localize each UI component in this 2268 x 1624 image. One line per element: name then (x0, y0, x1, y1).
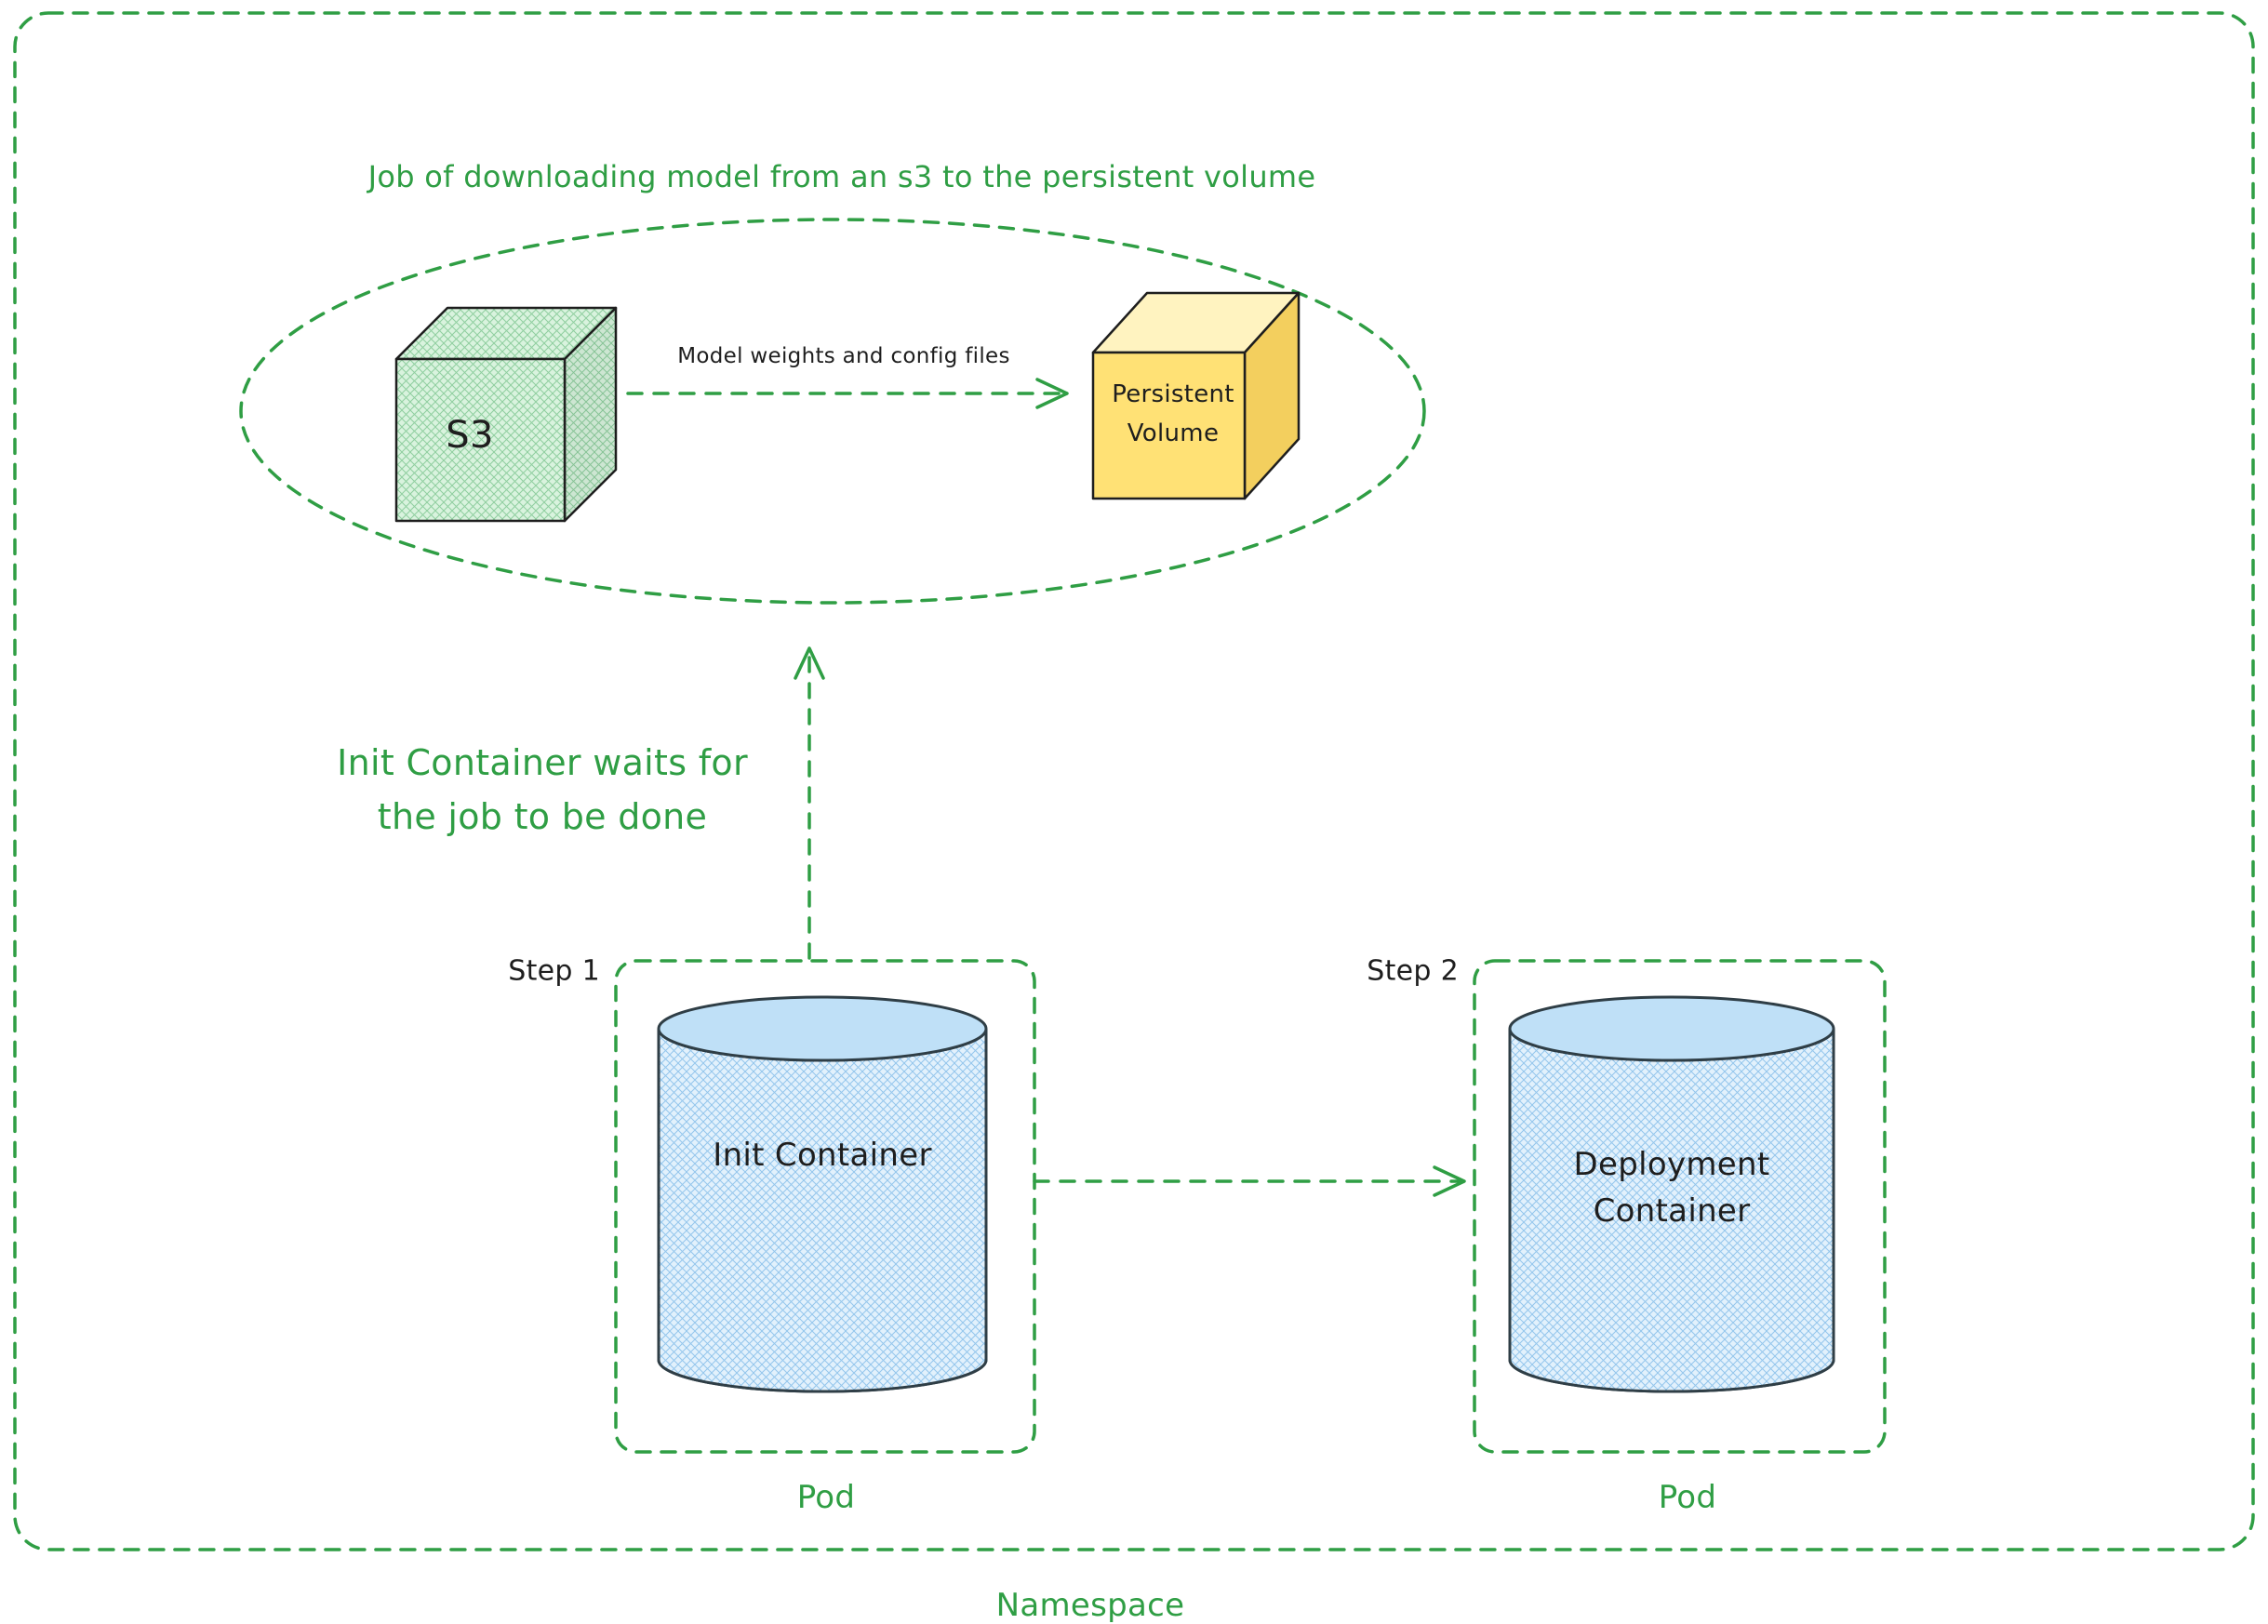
persistent-volume-label-line1: Persistent (1112, 380, 1234, 408)
deployment-cylinder-top (1508, 995, 1835, 1062)
init-cylinder-top (657, 995, 988, 1062)
pod1-label: Pod (796, 1479, 856, 1516)
job-group-title: Job of downloading model from an s3 to t… (367, 159, 1316, 194)
step1-label: Step 1 (508, 954, 600, 988)
deployment-container-cylinder (1508, 995, 1835, 1393)
wait-note-line1: Init Container waits for (337, 742, 748, 783)
s3-cube-right-shade (565, 308, 616, 521)
s3-to-pv-arrow (626, 378, 1069, 409)
namespace-label: Namespace (995, 1587, 1185, 1624)
persistent-volume-cube (1091, 291, 1301, 500)
deployment-container-label-line2: Container (1593, 1192, 1751, 1230)
persistent-volume-label-line2: Volume (1127, 419, 1220, 447)
step1-to-step2-arrow (1033, 1165, 1466, 1197)
s3-label: S3 (446, 414, 494, 457)
wait-note: Init Container waits for the job to be d… (337, 736, 748, 844)
init-container-cylinder (657, 995, 988, 1393)
init-container-label: Init Container (713, 1137, 932, 1174)
wait-arrow (794, 646, 825, 960)
s3-cube (394, 306, 618, 523)
namespace-border (13, 11, 2255, 1551)
deployment-container-label-line1: Deployment (1573, 1146, 1770, 1183)
s3-cube-front-face (394, 357, 567, 523)
pod2-border (1473, 959, 1887, 1454)
deployment-container-label: Deployment Container (1574, 1141, 1770, 1234)
pod1-border (614, 959, 1036, 1454)
s3-to-pv-arrow-label: Model weights and config files (677, 344, 1010, 368)
job-group-ellipse (239, 218, 1426, 605)
init-cylinder-body (657, 1028, 988, 1393)
pv-cube-front-face (1091, 351, 1247, 500)
step2-label: Step 2 (1367, 954, 1459, 988)
wait-note-line2: the job to be done (377, 796, 708, 837)
persistent-volume-label: Persistent Volume (1112, 375, 1234, 453)
pod2-label: Pod (1658, 1479, 1717, 1516)
